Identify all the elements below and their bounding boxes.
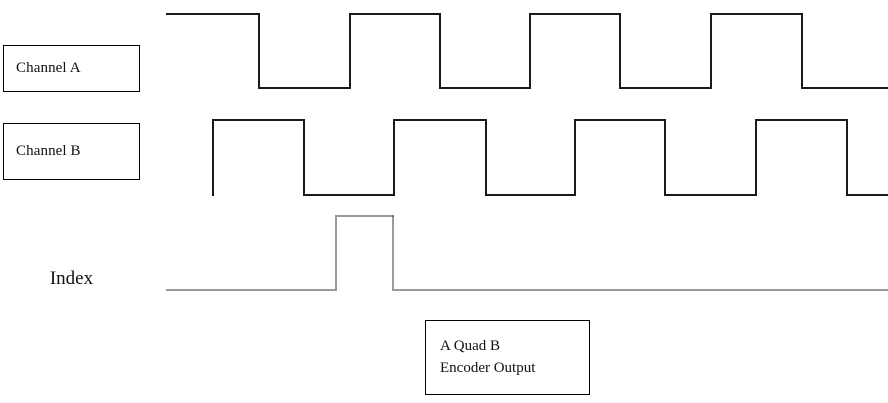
- caption-line-2: Encoder Output: [440, 359, 536, 376]
- channel-a-label-box: Channel A: [3, 45, 140, 92]
- waveform-index: [165, 214, 888, 292]
- waveform-channel-a: [166, 13, 888, 89]
- channel-b-label-box: Channel B: [3, 123, 140, 180]
- channel-b-label: Channel B: [16, 142, 81, 159]
- caption-line-1: A Quad B: [440, 337, 500, 354]
- waveform-channel-b: [212, 119, 888, 196]
- channel-a-label: Channel A: [16, 59, 81, 76]
- index-label: Index: [49, 268, 94, 289]
- caption-box: A Quad B Encoder Output: [425, 320, 590, 395]
